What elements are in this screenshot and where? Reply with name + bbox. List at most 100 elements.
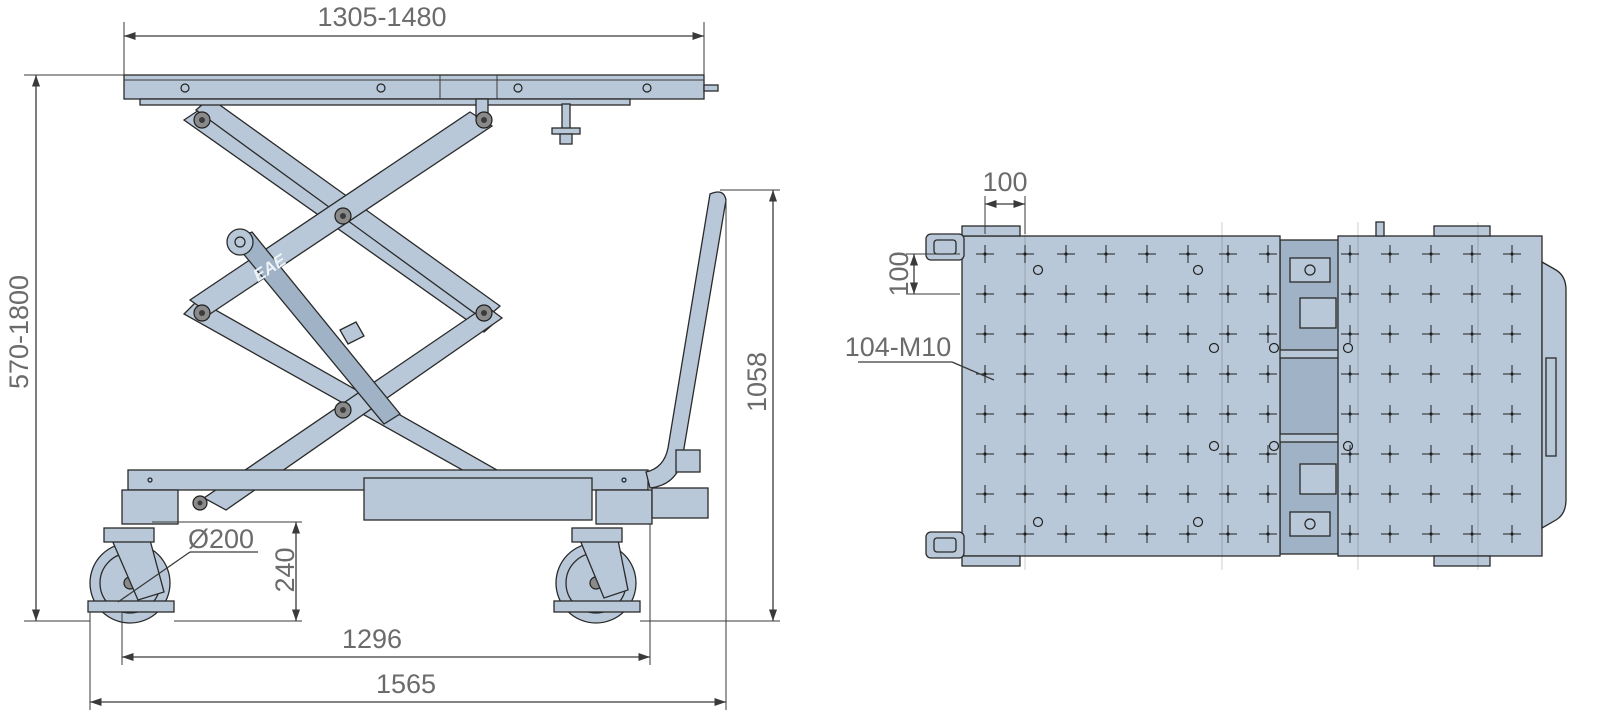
- mounting-hole: [1208, 440, 1220, 452]
- m10-hole: [1138, 525, 1156, 543]
- m10-hole: [1138, 405, 1156, 423]
- dimension-hole-pitch-x: 100: [982, 167, 1028, 234]
- dimension-hole-pitch-y: 100: [884, 251, 960, 297]
- m10-hole: [1259, 285, 1277, 303]
- m10-hole: [1341, 485, 1359, 503]
- m10-hole: [1503, 365, 1521, 383]
- m10-hole: [1503, 525, 1521, 543]
- m10-hole: [1057, 245, 1075, 263]
- m10-hole: [1219, 325, 1237, 343]
- m10-hole: [1219, 285, 1237, 303]
- m10-hole: [1179, 325, 1197, 343]
- m10-hole: [1381, 245, 1399, 263]
- m10-hole: [1503, 325, 1521, 343]
- m10-hole: [1097, 445, 1115, 463]
- m10-hole: [1381, 485, 1399, 503]
- m10-hole: [1463, 525, 1481, 543]
- m10-hole: [1057, 325, 1075, 343]
- m10-hole: [1341, 285, 1359, 303]
- m10-hole: [1381, 285, 1399, 303]
- m10-hole: [1422, 285, 1440, 303]
- m10-hole: [1422, 325, 1440, 343]
- caster-left: [87, 527, 175, 624]
- m10-hole: [1219, 525, 1237, 543]
- m10-hole: [1179, 525, 1197, 543]
- m10-hole: [1219, 245, 1237, 263]
- m10-hole: [1341, 405, 1359, 423]
- m10-hole: [1422, 485, 1440, 503]
- m10-hole: [1463, 365, 1481, 383]
- m10-hole: [1503, 405, 1521, 423]
- m10-hole: [1341, 325, 1359, 343]
- arm-pins: [192, 111, 493, 511]
- m10-hole: [1463, 485, 1481, 503]
- m10-hole: [1016, 525, 1034, 543]
- side-view: EAE: [4, 2, 780, 710]
- table-plate-left: [961, 235, 1281, 557]
- m10-hole: [1179, 405, 1197, 423]
- m10-hole: [1259, 485, 1277, 503]
- svg-text:Ø200: Ø200: [188, 524, 254, 554]
- mounting-hole: [1192, 264, 1204, 276]
- m10-hole: [1463, 445, 1481, 463]
- caster-right: [553, 527, 641, 624]
- base-frame: [121, 469, 709, 525]
- m10-hole: [1463, 405, 1481, 423]
- m10-hole: [1341, 245, 1359, 263]
- platform: [123, 74, 719, 145]
- m10-hole: [1381, 365, 1399, 383]
- dimension-total-height: 570-1800: [4, 74, 124, 622]
- m10-hole: [1341, 525, 1359, 543]
- m10-hole: [1422, 365, 1440, 383]
- m10-hole: [1097, 365, 1115, 383]
- m10-hole: [1381, 525, 1399, 543]
- mounting-hole: [1342, 342, 1354, 354]
- m10-hole: [1463, 285, 1481, 303]
- m10-hole: [1381, 325, 1399, 343]
- m10-hole: [1179, 365, 1197, 383]
- m10-hole: [1016, 445, 1034, 463]
- m10-hole: [1179, 245, 1197, 263]
- m10-hole: [1179, 445, 1197, 463]
- m10-hole: [976, 445, 994, 463]
- mounting-hole: [1268, 440, 1280, 452]
- m10-hole: [1463, 325, 1481, 343]
- m10-hole: [1057, 285, 1075, 303]
- scissor-arms: [182, 97, 534, 511]
- m10-hole: [1057, 365, 1075, 383]
- m10-hole: [1138, 325, 1156, 343]
- svg-text:100: 100: [982, 167, 1027, 197]
- m10-hole: [1179, 285, 1197, 303]
- svg-text:1296: 1296: [342, 624, 402, 654]
- table-plate-right: [1337, 235, 1543, 557]
- m10-hole: [1097, 525, 1115, 543]
- m10-hole: [976, 245, 994, 263]
- center-frame: [1279, 239, 1341, 555]
- hole-callout-leader: 104-M10: [845, 332, 995, 381]
- m10-hole: [1341, 445, 1359, 463]
- m10-hole: [1179, 485, 1197, 503]
- mounting-hole: [1268, 342, 1280, 354]
- m10-hole: [1259, 325, 1277, 343]
- mounting-hole: [1208, 342, 1220, 354]
- m10-hole: [1259, 365, 1277, 383]
- m10-hole: [1463, 245, 1481, 263]
- m10-hole: [1259, 445, 1277, 463]
- m10-hole: [1503, 485, 1521, 503]
- m10-hole: [1016, 325, 1034, 343]
- m10-hole: [1219, 485, 1237, 503]
- m10-hole: [1097, 285, 1115, 303]
- svg-text:104-M10: 104-M10: [845, 332, 952, 362]
- svg-text:240: 240: [270, 547, 300, 592]
- m10-hole: [1097, 245, 1115, 263]
- dimension-platform-length: 1305-1480: [123, 2, 705, 75]
- m10-hole: [1422, 525, 1440, 543]
- m10-hole: [1138, 365, 1156, 383]
- svg-text:1058: 1058: [742, 352, 772, 412]
- m10-hole: [1097, 405, 1115, 423]
- m10-hole: [1097, 485, 1115, 503]
- m10-hole: [976, 325, 994, 343]
- m10-hole: [1259, 525, 1277, 543]
- m10-hole: [1097, 325, 1115, 343]
- svg-text:570-1800: 570-1800: [4, 275, 34, 389]
